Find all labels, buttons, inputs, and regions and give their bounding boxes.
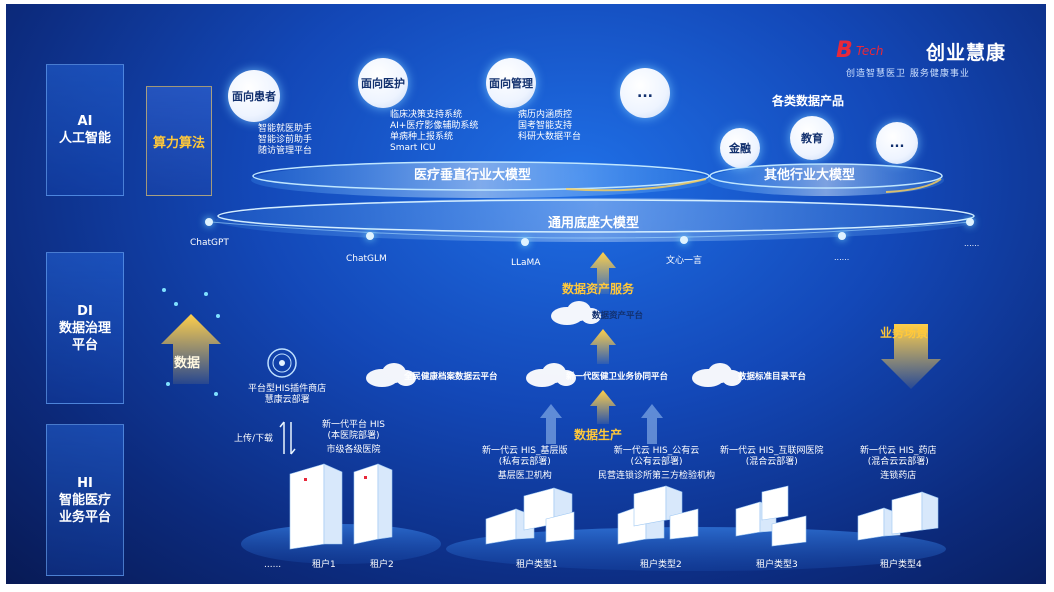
plugin-store-line2: 慧康云部署 bbox=[264, 395, 310, 405]
tenant-1: 租户1 bbox=[312, 560, 336, 570]
plugin-store: 平台型HIS插件商店 慧康云部署 bbox=[248, 384, 326, 406]
node-chatglm bbox=[366, 232, 374, 240]
base-model-chatgpt: ChatGPT bbox=[190, 238, 229, 248]
cloud-standard: 数据标准目录平台 bbox=[738, 372, 807, 382]
management-item: 病历内涵质控 bbox=[518, 110, 573, 120]
layer-di: DI 数据治理 平台 bbox=[46, 252, 124, 404]
bubble-medical: 面向医护 bbox=[358, 58, 408, 108]
data-production-label: 数据生产 bbox=[574, 428, 623, 442]
his-public-line1: 新一代云 HIS_公有云 bbox=[613, 446, 700, 456]
his-pharmacy-line2: (混合云云部署) bbox=[867, 457, 929, 467]
patient-item: 随访管理平台 bbox=[258, 146, 313, 156]
node-more-2 bbox=[966, 218, 974, 226]
medical-items: 临床决策支持系统 AI+医疗影像辅助系统 单病种上报系统 Smart ICU bbox=[390, 110, 478, 154]
layer-hi: HI 智能医疗 业务平台 bbox=[46, 424, 124, 576]
layer-hi-name: 智能医疗 业务平台 bbox=[58, 492, 111, 525]
layer-ai: AI 人工智能 bbox=[46, 64, 124, 196]
buildings bbox=[289, 463, 939, 550]
his-public: 新一代云 HIS_公有云 (公有云部署) 民营连锁诊所第三方检验机构 bbox=[598, 446, 715, 482]
patient-items: 智能就医助手 智能诊前助手 随访管理平台 bbox=[258, 124, 312, 157]
other-model-label: 其他行业大模型 bbox=[764, 168, 856, 183]
node-chatgpt bbox=[205, 218, 213, 226]
data-arrow-label: 数据 bbox=[174, 356, 201, 371]
his-public-line3: 民营连锁诊所第三方检验机构 bbox=[598, 471, 716, 481]
node-llama bbox=[521, 238, 529, 246]
node-more-1 bbox=[838, 232, 846, 240]
his-internet-line1: 新一代云 HIS_互联网医院 bbox=[720, 446, 824, 456]
layer-di-code: DI bbox=[77, 303, 93, 319]
his-basic-line1: 新一代云 HIS_基层版 bbox=[482, 446, 568, 456]
data-products-title: 各类数据产品 bbox=[772, 94, 845, 108]
his-pharmacy: 新一代云 HIS_药店 (混合云云部署) 连锁药店 bbox=[860, 446, 937, 482]
medical-item: 单病种上报系统 bbox=[390, 132, 454, 142]
layer-di-name: 数据治理 平台 bbox=[58, 320, 111, 353]
his-internet-line2: (混合云部署) bbox=[745, 457, 798, 467]
brand-logo-mark: B bbox=[836, 38, 853, 63]
cloud-health-archive: 全民健康档案数据云平台 bbox=[404, 372, 498, 382]
tenant-type-4: 租户类型4 bbox=[880, 560, 922, 570]
his-pharmacy-line3: 连锁药店 bbox=[880, 471, 917, 481]
tenant-type-1: 租户类型1 bbox=[516, 560, 558, 570]
his-basic-line2: (私有云部署) bbox=[498, 457, 551, 467]
architecture-diagram: AI 人工智能 DI 数据治理 平台 HI 智能医疗 业务平台 算力算法 B T… bbox=[6, 4, 1046, 584]
tenant-ellipsis: ...... bbox=[264, 560, 282, 570]
medical-model-label: 医疗垂直行业大模型 bbox=[414, 168, 532, 183]
brand-slogan: 创造智慧医卫 服务健康事业 bbox=[846, 69, 970, 79]
medical-item: Smart ICU bbox=[390, 143, 436, 153]
base-model-chatglm: ChatGLM bbox=[346, 254, 387, 264]
his-basic-line3: 基层医卫机构 bbox=[497, 471, 552, 481]
node-wenxin bbox=[680, 236, 688, 244]
bubble-more: ... bbox=[620, 68, 670, 118]
algo-box: 算力算法 bbox=[146, 86, 212, 196]
bubble-education: 教育 bbox=[790, 116, 834, 160]
data-asset-service: 数据资产服务 bbox=[562, 282, 635, 296]
brand-name: 创业慧康 bbox=[926, 42, 1007, 64]
bubble-patient: 面向患者 bbox=[228, 70, 280, 122]
his-pharmacy-line1: 新一代云 HIS_药店 bbox=[860, 446, 937, 456]
plugin-store-line1: 平台型HIS插件商店 bbox=[248, 384, 327, 394]
medical-item: AI+医疗影像辅助系统 bbox=[390, 121, 479, 131]
medical-item: 临床决策支持系统 bbox=[390, 110, 463, 120]
bubble-finance: 金融 bbox=[720, 128, 760, 168]
base-model-more-1: ...... bbox=[834, 253, 850, 262]
bubble-management: 面向管理 bbox=[486, 58, 536, 108]
data-asset-platform: 数据资产平台 bbox=[592, 311, 644, 321]
his-local-line2: (本医院部署) bbox=[327, 431, 380, 441]
management-item: 国考智能支持 bbox=[518, 121, 573, 131]
layer-ai-name: 人工智能 bbox=[58, 131, 111, 146]
his-basic: 新一代云 HIS_基层版 (私有云部署) 基层医卫机构 bbox=[482, 446, 568, 482]
tenant-2: 租户2 bbox=[370, 560, 394, 570]
management-item: 科研大数据平台 bbox=[518, 132, 582, 142]
base-model-more-2: ...... bbox=[964, 239, 980, 248]
algo-label: 算力算法 bbox=[152, 135, 205, 151]
brand-logo-text: Tech bbox=[856, 44, 884, 58]
his-local-line3: 市级各级医院 bbox=[326, 445, 381, 455]
layer-ai-code: AI bbox=[77, 114, 93, 129]
patient-item: 智能诊前助手 bbox=[258, 135, 313, 145]
his-local-line1: 新一代平台 HIS bbox=[322, 420, 385, 430]
bubble-more-products: ... bbox=[876, 122, 918, 164]
tenant-type-2: 租户类型2 bbox=[640, 560, 682, 570]
layer-hi-code: HI bbox=[77, 475, 93, 491]
his-local: 新一代平台 HIS (本医院部署) 市级各级医院 bbox=[322, 420, 385, 456]
tenant-type-3: 租户类型3 bbox=[756, 560, 798, 570]
management-items: 病历内涵质控 国考智能支持 科研大数据平台 bbox=[518, 110, 581, 143]
base-model-wenxin: 文心一言 bbox=[666, 256, 703, 266]
cloud-collab: 新一代医健卫业务协同平台 bbox=[566, 372, 669, 382]
business-scene-label: 业务场景 bbox=[880, 326, 929, 340]
building-icon bbox=[289, 463, 939, 550]
his-public-line2: (公有云部署) bbox=[630, 457, 683, 467]
upload-download: 上传/下载 bbox=[234, 434, 274, 444]
base-model-label: 通用底座大模型 bbox=[548, 216, 640, 231]
patient-item: 智能就医助手 bbox=[258, 124, 313, 134]
his-internet: 新一代云 HIS_互联网医院 (混合云部署) bbox=[720, 446, 824, 468]
base-model-llama: LLaMA bbox=[511, 258, 541, 268]
